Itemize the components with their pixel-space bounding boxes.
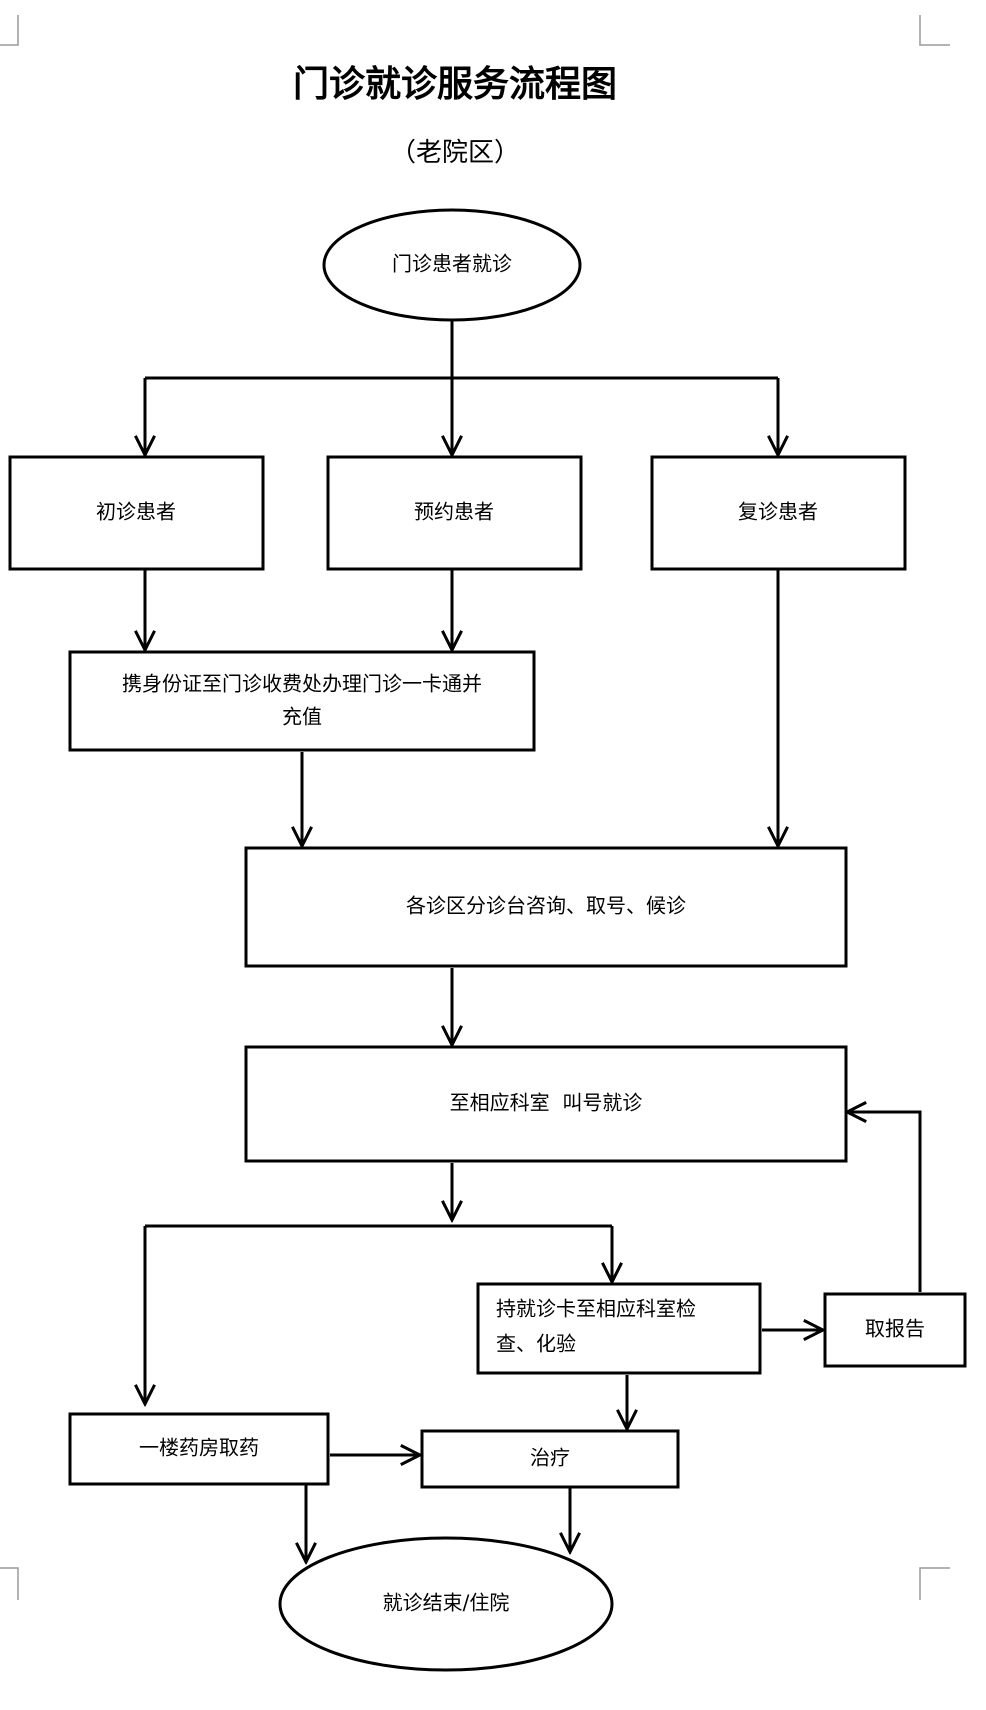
- node-consult: 至相应科室 叫号就诊: [244, 1045, 848, 1163]
- node-pharmacy: 一楼药房取药: [68, 1412, 330, 1486]
- node-first-visit: 初诊患者: [8, 455, 265, 571]
- node-appointment-label: 预约患者: [414, 500, 494, 524]
- node-pharmacy-label: 一楼药房取药: [139, 1436, 259, 1460]
- node-report: 取报告: [823, 1292, 967, 1368]
- corner-mark-bottom-right: [919, 1567, 950, 1600]
- node-start-label: 门诊患者就诊: [392, 252, 512, 276]
- node-treatment-label: 治疗: [530, 1446, 570, 1470]
- node-report-label: 取报告: [865, 1317, 925, 1341]
- corner-mark-bottom-left: [0, 1567, 19, 1600]
- corner-mark-top-right: [919, 15, 950, 46]
- arrow-report-to-consult: [847, 1112, 922, 1292]
- connectors: [145, 318, 922, 1562]
- page-subtitle: （老院区）: [389, 138, 520, 168]
- node-card-registration: 携身份证至门诊收费处办理门诊一卡通并 充值: [68, 650, 536, 752]
- node-triage-label: 各诊区分诊台咨询、取号、候诊: [406, 894, 686, 918]
- page-title: 门诊就诊服务流程图: [292, 64, 617, 105]
- node-triage: 各诊区分诊台咨询、取号、候诊: [244, 846, 848, 968]
- node-exam: 持就诊卡至相应科室检 查、化验: [476, 1282, 762, 1375]
- node-card-label-line2: 充值: [282, 705, 322, 729]
- corner-mark-top-left: [0, 15, 19, 46]
- node-appointment: 预约患者: [326, 455, 583, 571]
- node-exam-label-line2: 查、化验: [496, 1332, 576, 1356]
- node-card-label-line1: 携身份证至门诊收费处办理门诊一卡通并: [122, 672, 482, 696]
- node-start: 门诊患者就诊: [322, 208, 582, 322]
- node-return-visit: 复诊患者: [650, 455, 907, 571]
- node-exam-label-line1: 持就诊卡至相应科室检: [496, 1297, 696, 1321]
- node-consult-label: 至相应科室 叫号就诊: [450, 1091, 643, 1115]
- node-first-visit-label: 初诊患者: [96, 500, 176, 524]
- node-end-label: 就诊结束/住院: [383, 1591, 510, 1615]
- node-treatment: 治疗: [420, 1429, 680, 1489]
- node-return-visit-label: 复诊患者: [738, 500, 818, 524]
- node-end: 就诊结束/住院: [278, 1536, 614, 1672]
